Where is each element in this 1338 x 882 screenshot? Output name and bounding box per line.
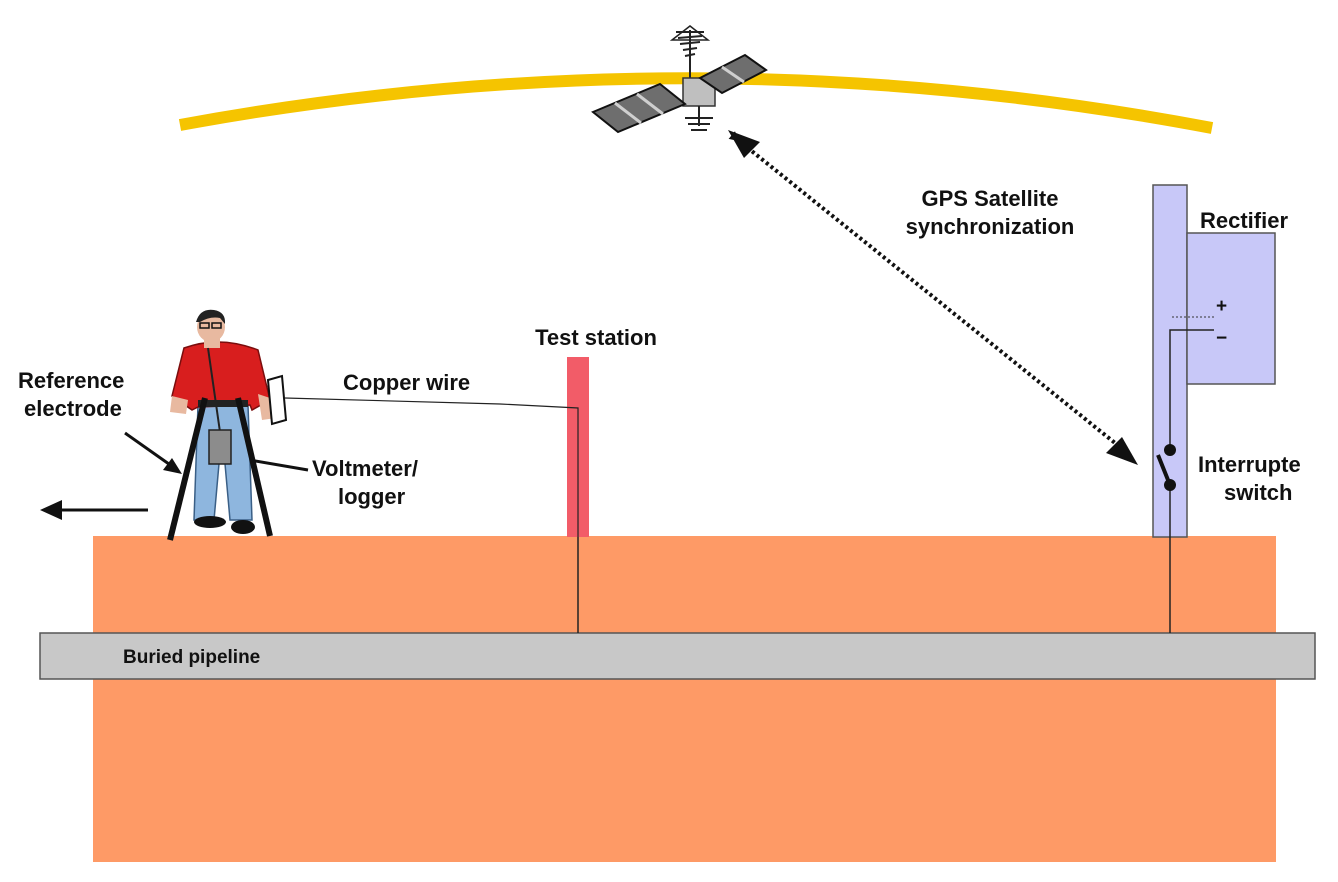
reference-electrode-arrowhead xyxy=(163,458,182,474)
rectifier-plus: + xyxy=(1216,296,1227,317)
voltmeter-label-line2: logger xyxy=(338,484,406,509)
rectifier-wire xyxy=(1169,329,1214,445)
copper-wire-label: Copper wire xyxy=(343,370,470,395)
soil-ground xyxy=(93,536,1276,862)
interrupter-label-line2: switch xyxy=(1224,480,1292,505)
interrupter-label-line1: Interrupte xyxy=(1198,452,1301,477)
reference-electrode-label-line2: electrode xyxy=(24,396,122,421)
switch-icon xyxy=(1156,444,1176,491)
gps-label-line1: GPS Satellite xyxy=(922,186,1059,211)
voltmeter-label-line1: Voltmeter/ xyxy=(312,456,418,481)
gps-label-line2: synchronization xyxy=(906,214,1075,239)
reference-electrode-label-line1: Reference xyxy=(18,368,124,393)
satellite-icon xyxy=(591,25,768,134)
pipeline-label: Buried pipeline xyxy=(123,647,260,668)
copper-wire xyxy=(284,397,579,537)
walking-direction-arrowhead xyxy=(40,500,62,520)
reference-electrode-pointer xyxy=(124,431,177,471)
rectifier-label: Rectifier xyxy=(1200,208,1288,233)
test-station-label: Test station xyxy=(535,325,657,350)
gps-arrow-bottom xyxy=(1106,437,1138,465)
rectifier-box xyxy=(1186,232,1276,385)
gps-arrow-top xyxy=(728,130,760,158)
rectifier-minus: − xyxy=(1216,328,1227,349)
buried-pipeline xyxy=(39,632,1316,680)
surveyor-person-icon xyxy=(167,309,288,541)
